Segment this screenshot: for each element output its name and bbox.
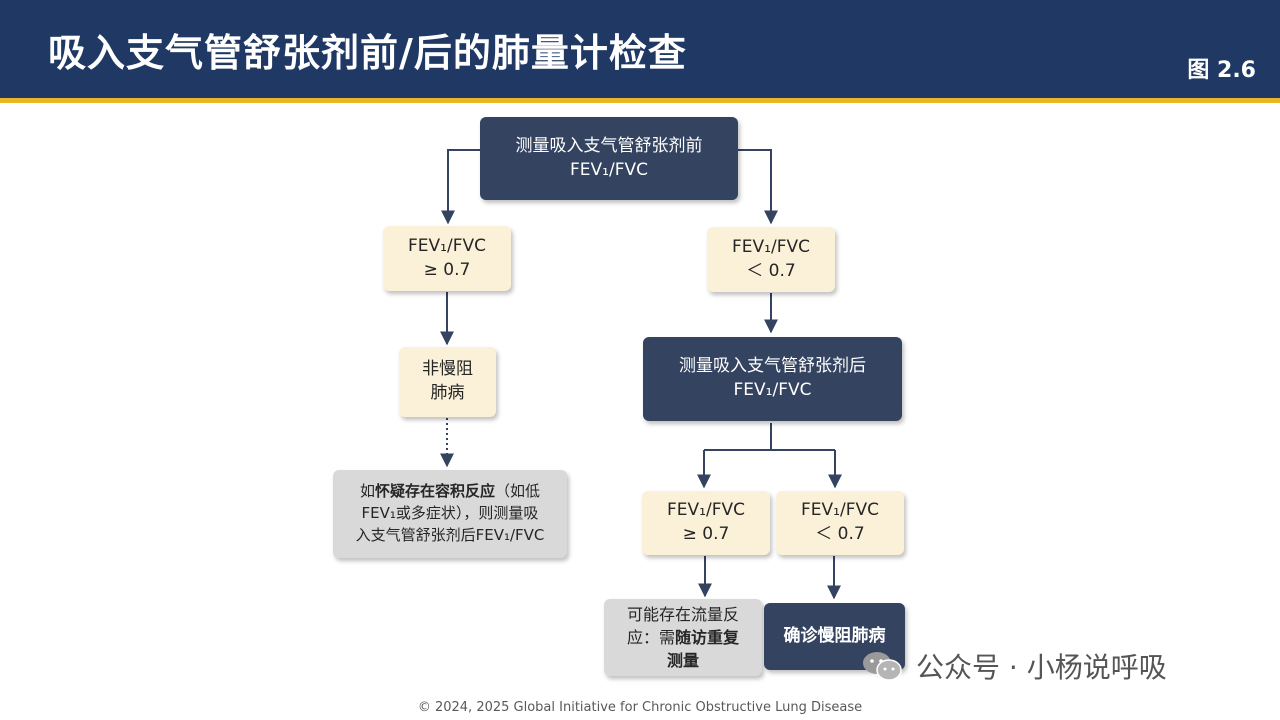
pre-bd-line1: 测量吸入支气管舒张剂前 — [515, 135, 703, 156]
suspect-prefix: 如 — [359, 482, 375, 501]
non-copd-box: 非慢阻肺病 — [399, 347, 496, 417]
suspect-line2: FEV₁或多症状），则测量吸 — [361, 504, 539, 523]
arrow-post-split — [704, 423, 835, 451]
watermark: 公众号 · 小杨说呼吸 — [862, 646, 1167, 686]
wechat-icon — [863, 652, 902, 681]
post-bronchodilator-box: 测量吸入支气管舒张剂后 FEV₁/FVC — [643, 337, 902, 421]
arrow-pre-to-ge — [441, 149, 480, 225]
flow-response-bold: 随访重复 — [675, 627, 740, 647]
pre-bronchodilator-box: 测量吸入支气管舒张剂前 FEV₁/FVC — [480, 117, 738, 200]
post-lt-line1: FEV₁/FVC — [801, 500, 879, 521]
suspect-rest: （如低 — [495, 482, 541, 501]
post-bd-line1: 测量吸入支气管舒张剂后 — [679, 356, 866, 377]
post-lt-line2: ＜ 0.7 — [815, 524, 865, 544]
pre-ratio-ge-box: FEV₁/FVC ≥ 0.7 — [383, 226, 511, 291]
pre-ge-line1: FEV₁/FVC — [408, 235, 486, 256]
post-ge-line2: ≥ 0.7 — [682, 524, 730, 544]
post-ge-line1: FEV₁/FVC — [667, 500, 745, 521]
suspect-bold: 怀疑存在容积反应 — [374, 482, 495, 501]
figure-label: 图 2.6 — [1187, 58, 1256, 83]
confirm-copd-label: 确诊慢阻肺病 — [783, 625, 886, 646]
pre-lt-line2: ＜ 0.7 — [746, 260, 796, 281]
header-bar — [0, 0, 1280, 98]
pre-bd-line2: FEV₁/FVC — [570, 159, 648, 180]
post-ratio-ge-box: FEV₁/FVC ≥ 0.7 — [642, 491, 770, 555]
volume-response-note-box: 如怀疑存在容积反应（如低 FEV₁或多症状），则测量吸 入支气管舒张剂后FEV₁… — [333, 470, 567, 558]
flow-response-plain: 应：需 — [626, 627, 675, 647]
confirm-copd-box: 确诊慢阻肺病 — [764, 603, 905, 670]
suspect-line3: 入支气管舒张剂后FEV₁/FVC — [355, 525, 545, 544]
header-accent-rule — [0, 98, 1280, 103]
post-bd-line2: FEV₁/FVC — [733, 380, 812, 400]
non-copd-line1: 非慢阻 — [422, 359, 473, 380]
pre-ratio-lt-box: FEV₁/FVC ＜ 0.7 — [707, 227, 835, 292]
flow-response-line1: 可能存在流量反 — [626, 604, 739, 624]
pre-ge-line2: ≥ 0.7 — [423, 259, 471, 280]
flow-response-line3: 测量 — [666, 651, 699, 671]
arrow-pre-to-lt — [738, 149, 778, 225]
copyright-footer: © 2024, 2025 Global Initiative for Chron… — [417, 700, 863, 715]
watermark-text: 公众号 · 小杨说呼吸 — [916, 651, 1167, 684]
pre-lt-line1: FEV₁/FVC — [732, 236, 810, 257]
flow-response-box: 可能存在流量反 应：需随访重复 测量 — [604, 599, 762, 676]
non-copd-line2: 肺病 — [430, 383, 465, 403]
page-title: 吸入支气管舒张剂前/后的肺量计检查 — [48, 31, 687, 75]
post-ratio-lt-box: FEV₁/FVC ＜ 0.7 — [776, 491, 904, 555]
